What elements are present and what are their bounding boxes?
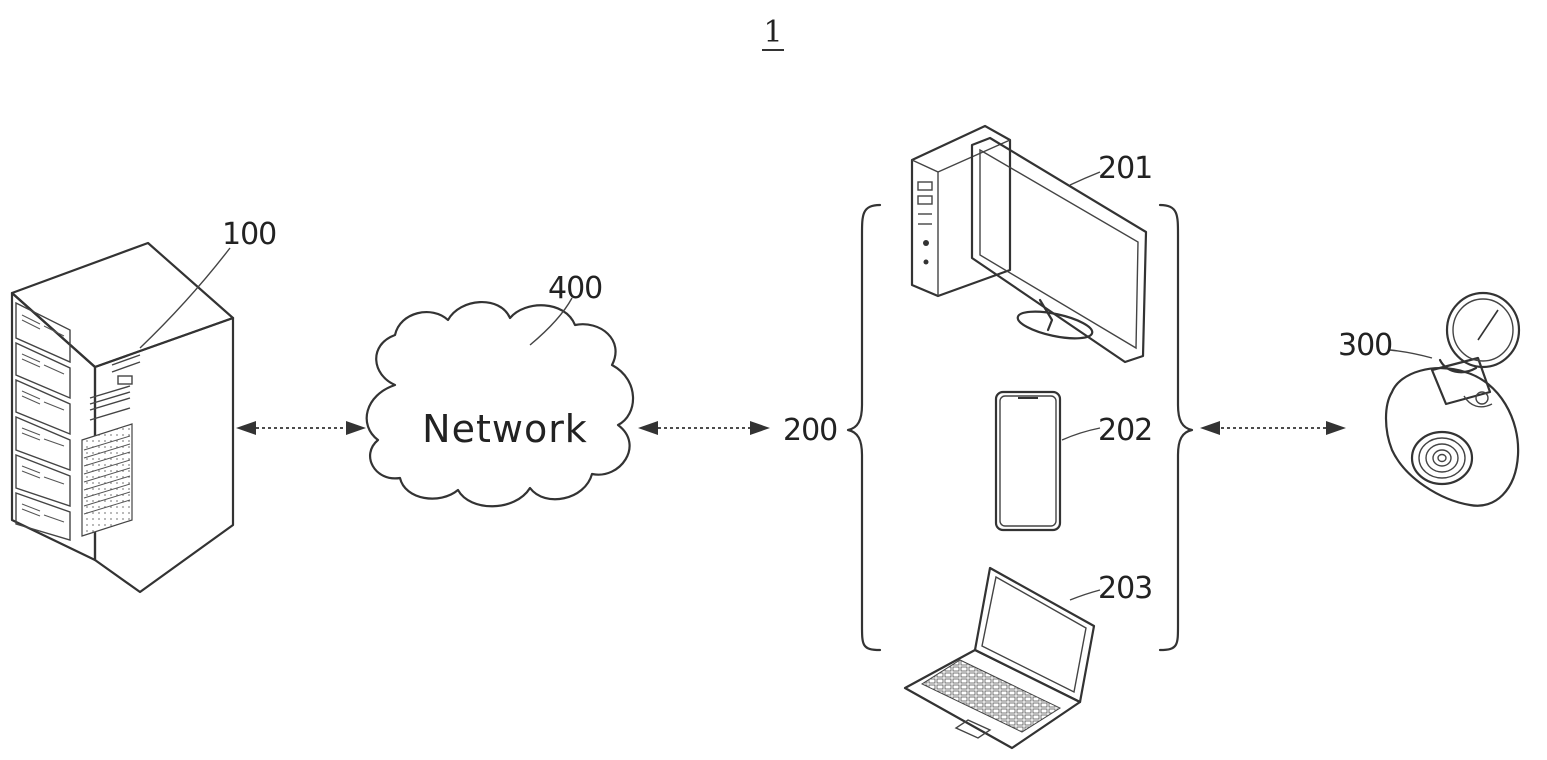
- desktop-computer-icon: [910, 124, 1148, 364]
- camera-icon: [1384, 291, 1521, 507]
- left-brace: [846, 203, 882, 652]
- network-text: Network: [422, 407, 588, 451]
- desktop-label-text: 201: [1098, 151, 1152, 186]
- desktop-leader-line: [1069, 171, 1101, 186]
- smartphone-icon: [994, 390, 1062, 532]
- camera-label-text: 300: [1338, 328, 1392, 363]
- network-label-text: 400: [548, 271, 602, 306]
- smartphone-label: 202: [1061, 413, 1153, 448]
- desktop-label: 201: [1069, 151, 1153, 186]
- laptop-label-text: 203: [1098, 571, 1152, 606]
- server-rack-icon: [10, 241, 235, 594]
- right-brace: [1158, 203, 1194, 652]
- server-label: 100: [139, 217, 277, 349]
- smartphone-leader-line: [1061, 427, 1101, 441]
- network-leader-line: [529, 297, 573, 346]
- laptop-icon: [903, 566, 1096, 750]
- figure-number-text: 1: [763, 15, 782, 50]
- network-label: 400: [529, 271, 603, 346]
- arrow-server-network: [236, 421, 366, 435]
- arrow-network-devices: [638, 421, 770, 435]
- laptop-leader-line: [1069, 589, 1101, 601]
- camera-label: 300: [1338, 328, 1433, 363]
- camera-leader-line: [1389, 349, 1433, 359]
- figure-number: 1: [762, 15, 784, 51]
- user-devices-label: 200: [783, 413, 837, 448]
- smartphone-label-text: 202: [1098, 413, 1152, 448]
- cloud-icon: Network: [365, 301, 635, 508]
- laptop-label: 203: [1069, 571, 1153, 606]
- server-label-text: 100: [222, 217, 276, 252]
- arrow-devices-camera: [1200, 421, 1346, 435]
- server-leader-line: [139, 247, 231, 349]
